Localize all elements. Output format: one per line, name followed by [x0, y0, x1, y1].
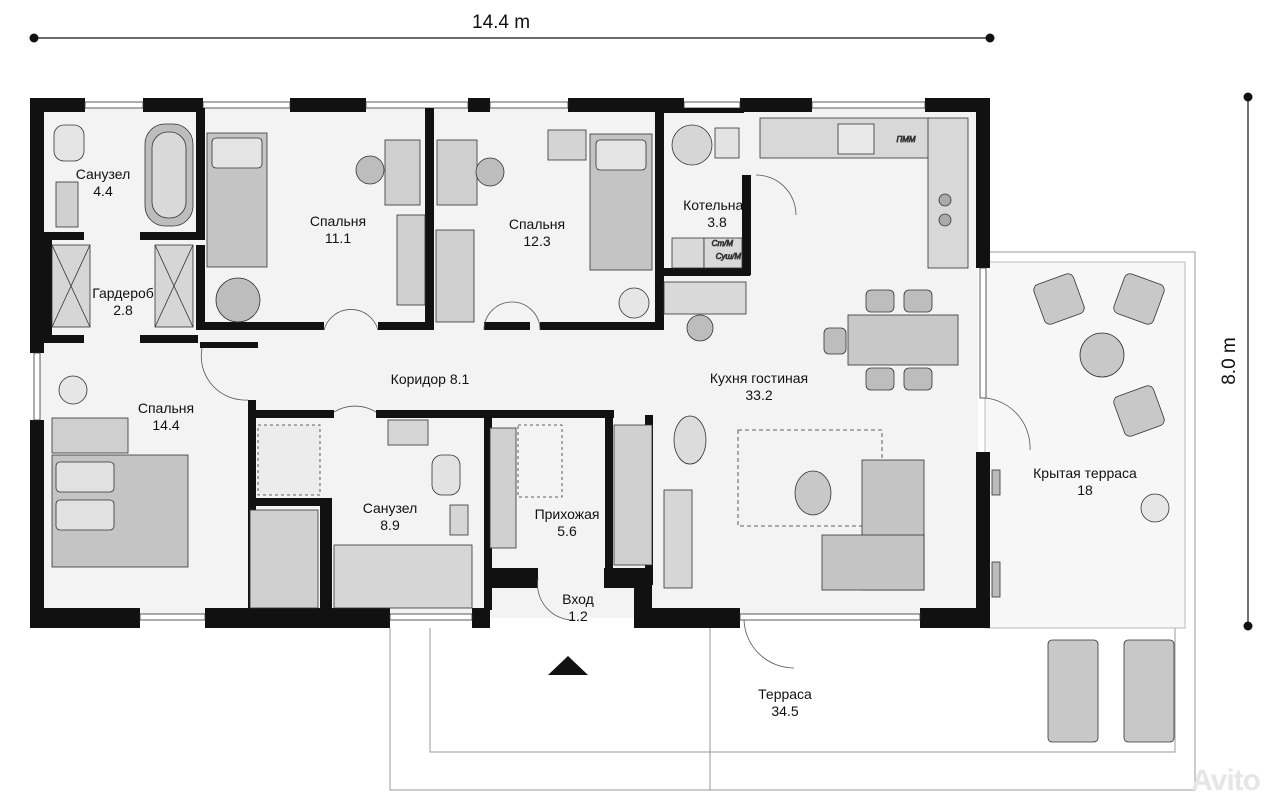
height-dimension-label: 8.0 m: [1218, 337, 1240, 385]
room-name: Спальня: [508, 216, 566, 232]
room-kitchen-living: Кухня гостиная 33.2: [700, 370, 818, 404]
living-furniture: [613, 415, 925, 591]
room-name: Гардероб: [92, 285, 154, 301]
door-swings: [200, 174, 1031, 669]
room-wardrobe: Гардероб 2.8: [82, 285, 164, 319]
bedroom-11-furniture: [206, 132, 426, 323]
boiler-room-fixtures: Ст/М Суш/М: [671, 124, 743, 269]
avito-watermark: Avito: [1191, 764, 1261, 797]
kitchen-fixtures: ПММ: [759, 117, 969, 269]
room-area: 12.3: [523, 233, 551, 249]
dishwasher-label: ПММ: [896, 135, 915, 144]
room-name: Санузел: [362, 500, 418, 516]
interior-walls: [44, 108, 751, 610]
dryer-label: Суш/М: [716, 252, 742, 261]
room-area: 8.9: [380, 517, 400, 533]
room-area: 3.8: [707, 214, 727, 230]
hallway-fixtures: [489, 424, 563, 549]
dimension-height: [1243, 92, 1253, 631]
room-area: 1.2: [568, 608, 588, 624]
room-name: Кухня гостиная: [709, 370, 809, 386]
room-name: Крытая терраса: [1033, 465, 1137, 481]
room-area: 2.8: [113, 302, 133, 318]
room-area: 18: [1077, 482, 1093, 498]
bathroom-large-fixtures: [257, 419, 473, 609]
room-area: 5.6: [557, 523, 577, 539]
terrace-outline: [389, 251, 1196, 791]
terrace-loungers: [1047, 639, 1175, 743]
bedroom-12-furniture: [435, 129, 653, 323]
room-name: Терраса: [758, 686, 812, 702]
room-name: Вход: [562, 591, 594, 607]
windows: [33, 101, 987, 621]
room-name: Спальня: [309, 213, 367, 229]
entrance-arrow-icon: [548, 656, 588, 675]
room-terrace: Терраса 34.5: [745, 686, 825, 720]
dimension-width: [29, 33, 995, 43]
room-area: 4.4: [93, 183, 113, 199]
bathroom-small-fixtures: [53, 123, 194, 228]
room-name: Санузел: [75, 166, 131, 182]
room-corridor: Коридор 8.1: [380, 371, 480, 388]
room-area: 34.5: [771, 703, 799, 719]
bedroom-14-furniture: [51, 375, 319, 609]
washer-label: Ст/М: [712, 239, 734, 248]
room-boiler: Котельная 3.8: [675, 197, 759, 231]
room-area: 14.4: [152, 417, 180, 433]
dining-set: [663, 281, 959, 391]
width-dimension-label: 14.4 m: [472, 12, 531, 33]
exterior-walls: [30, 98, 990, 628]
room-name: Прихожая: [534, 506, 600, 522]
covered-terrace-furniture: [991, 273, 1170, 598]
room-bedroom-14: Спальня 14.4: [128, 400, 204, 434]
room-name: Спальня: [137, 400, 195, 416]
room-bathroom-large: Санузел 8.9: [352, 500, 428, 534]
room-bathroom-small: Санузел 4.4: [72, 166, 134, 200]
wardrobe-storage: [51, 244, 194, 328]
room-area: 33.2: [745, 387, 773, 403]
room-covered-terrace: Крытая терраса 18: [1020, 465, 1150, 499]
room-area: 11.1: [324, 230, 352, 246]
room-bedroom-12: Спальня 12.3: [499, 216, 575, 250]
room-name: Котельная: [683, 197, 751, 213]
room-bedroom-11: Спальня 11.1: [300, 213, 376, 247]
room-entrance: Вход 1.2: [548, 591, 608, 625]
room-hallway: Прихожая 5.6: [527, 506, 607, 540]
room-name: Коридор 8.1: [390, 371, 470, 387]
